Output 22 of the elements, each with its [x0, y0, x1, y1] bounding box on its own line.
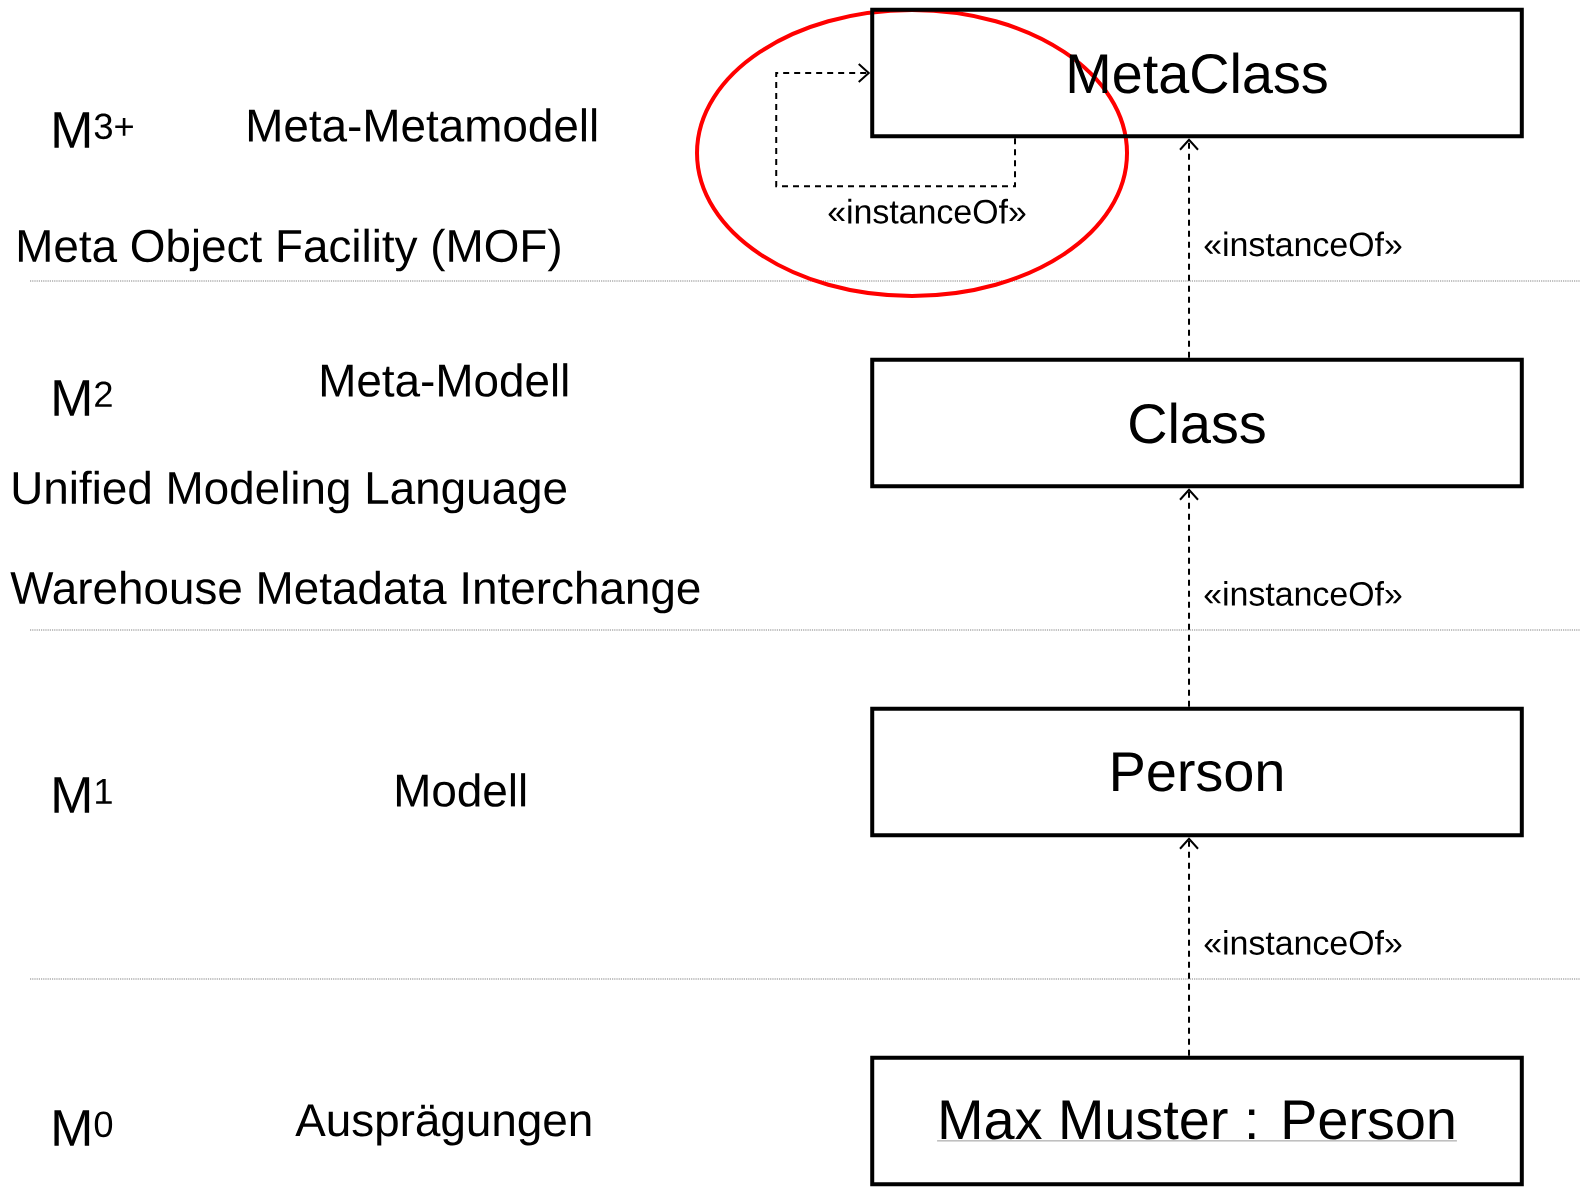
level-label: Meta-Modell	[321, 363, 568, 397]
level-label: Modell	[396, 773, 526, 807]
class-box: Class	[870, 357, 1524, 489]
edge-label: «instanceOf»	[1204, 581, 1402, 606]
arrow	[1179, 138, 1199, 359]
level-label: Meta-Metamodell	[248, 108, 597, 142]
level-label: M$^{2}$	[54, 380, 112, 416]
level-label: M$^{1}$	[54, 777, 112, 813]
level-label: Ausprägungen	[295, 1104, 591, 1146]
class-box: Max Muster : Person	[870, 1055, 1524, 1187]
level-label: Unified Modeling Language	[13, 470, 566, 514]
edge-label: «instanceOf»	[1204, 231, 1402, 257]
level-label: Warehouse Metadata Interchange	[10, 570, 700, 614]
class-box: Person	[870, 706, 1524, 838]
level-label: M$^{3+}$	[54, 112, 133, 148]
level-label: M$^{0}$	[54, 1110, 113, 1146]
self-arrow	[775, 63, 1016, 188]
edge-label: «instanceOf»	[828, 198, 1026, 224]
level-label: Meta Object Facility (MOF)	[18, 228, 560, 272]
arrow	[1179, 837, 1199, 1057]
arrow	[1179, 488, 1199, 708]
edge-label: «instanceOf»	[1204, 930, 1402, 955]
